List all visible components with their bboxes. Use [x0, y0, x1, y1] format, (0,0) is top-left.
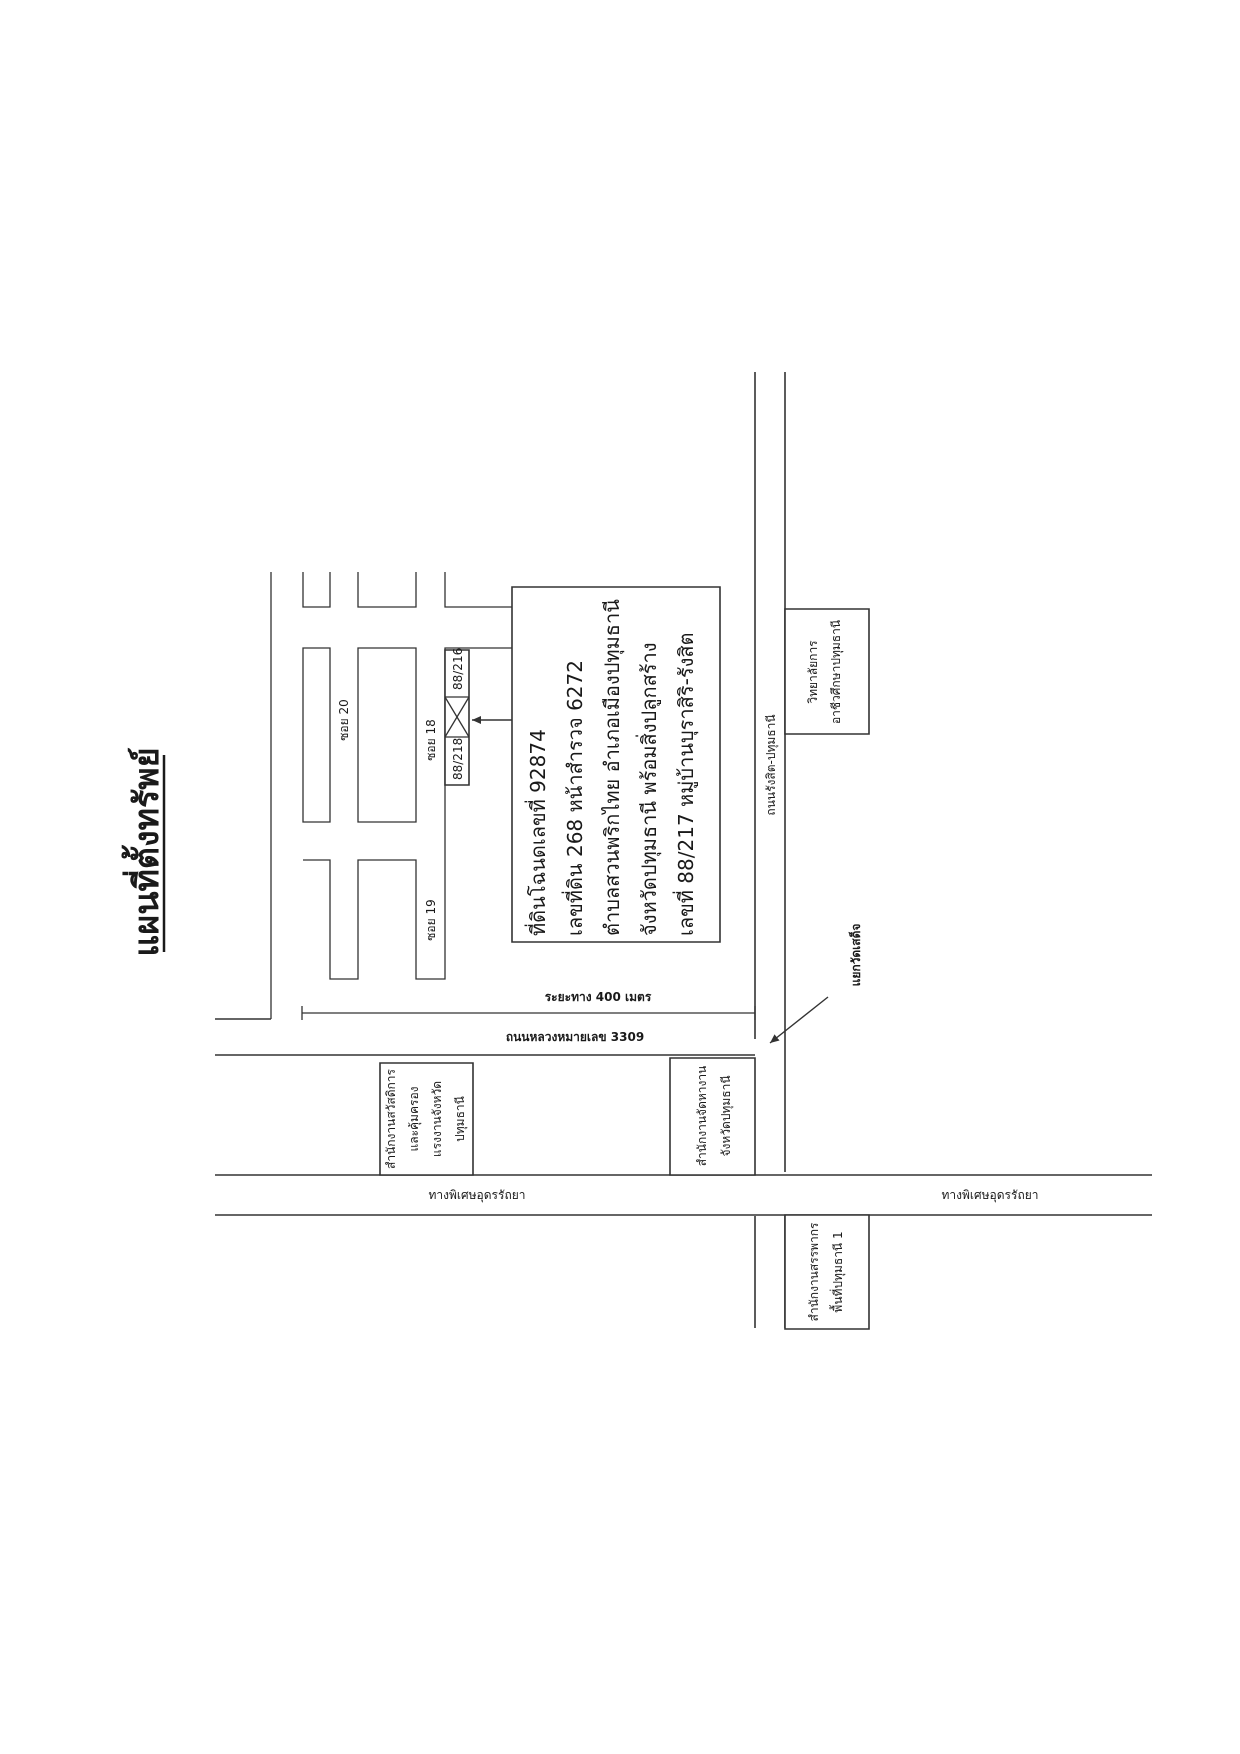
- info-line-2: เลขที่ดิน 268 หน้าสำรวจ 6272: [561, 660, 587, 936]
- land-office-label-1: สำนักงานจัดหางาน: [695, 1066, 709, 1167]
- soi-18-label: ซอย 18: [424, 719, 438, 760]
- labor-office-label-1: สำนักงานสวัสดิการ: [384, 1068, 398, 1169]
- revenue-office-box: [785, 1215, 869, 1329]
- college-label-1: วิทยาลัยการ: [806, 640, 820, 704]
- college-box: [785, 609, 869, 734]
- land-office-box: [670, 1058, 755, 1175]
- road-label-highway-3309: ถนนหลวงหมายเลข 3309: [506, 1030, 644, 1044]
- property-plots: [445, 650, 469, 785]
- revenue-office-label-1: สำนักงานสรรพากร: [807, 1222, 821, 1321]
- road-rangsit-pathumthani: [755, 372, 785, 1328]
- info-line-1: ที่ดินโฉนดเลขที่ 92874: [524, 729, 550, 936]
- labor-office-box: [380, 1063, 473, 1175]
- road-highway-3309: [215, 1019, 755, 1055]
- property-info-box: [512, 587, 720, 942]
- college-label-2: อาชีวศึกษาปทุมธานี: [829, 620, 844, 724]
- junction-arrow: [770, 997, 828, 1043]
- info-line-3: ตำบลสวนพริกไทย อำเภอเมืองปทุมธานี: [600, 599, 625, 936]
- map-title: แผนที่ตั้งทรัพย์: [121, 747, 167, 956]
- plot-label-88-216: 88/216: [451, 648, 465, 690]
- distance-label: ระยะทาง 400 เมตร: [545, 990, 652, 1004]
- soi-19-label: ซอย 19: [424, 899, 438, 940]
- labor-office-label-3: แรงงานจังหวัด: [430, 1081, 444, 1157]
- revenue-office-label-2: พื้นที่ปทุมธานี 1: [829, 1231, 846, 1312]
- labor-office-label-2: และคุ้มครอง: [407, 1086, 422, 1151]
- labor-office-label-4: ปทุมธานี: [453, 1096, 468, 1142]
- plot-label-88-218: 88/218: [451, 738, 465, 780]
- distance-dimension: [302, 1006, 755, 1020]
- road-label-rangsit-pathumthani: ถนนรังสิต-ปทุมธานี: [764, 714, 779, 815]
- village-blocks: [271, 572, 512, 1019]
- land-office-label-2: จังหวัดปทุมธานี: [719, 1075, 734, 1156]
- road-label-expressway-left: ทางพิเศษอุดรรัถยา: [429, 1188, 526, 1203]
- info-line-4: จังหวัดปทุมธานี พร้อมสิ่งปลูกสร้าง: [635, 642, 662, 936]
- road-label-expressway-right: ทางพิเศษอุดรรัถยา: [942, 1188, 1039, 1203]
- soi-20-label: ซอย 20: [337, 699, 351, 740]
- info-line-5: เลขที่ 88/217 หมู่บ้านบุราสิริ-รังสิต: [672, 632, 699, 936]
- junction-label: แยกวัดเสด็จ: [848, 924, 863, 987]
